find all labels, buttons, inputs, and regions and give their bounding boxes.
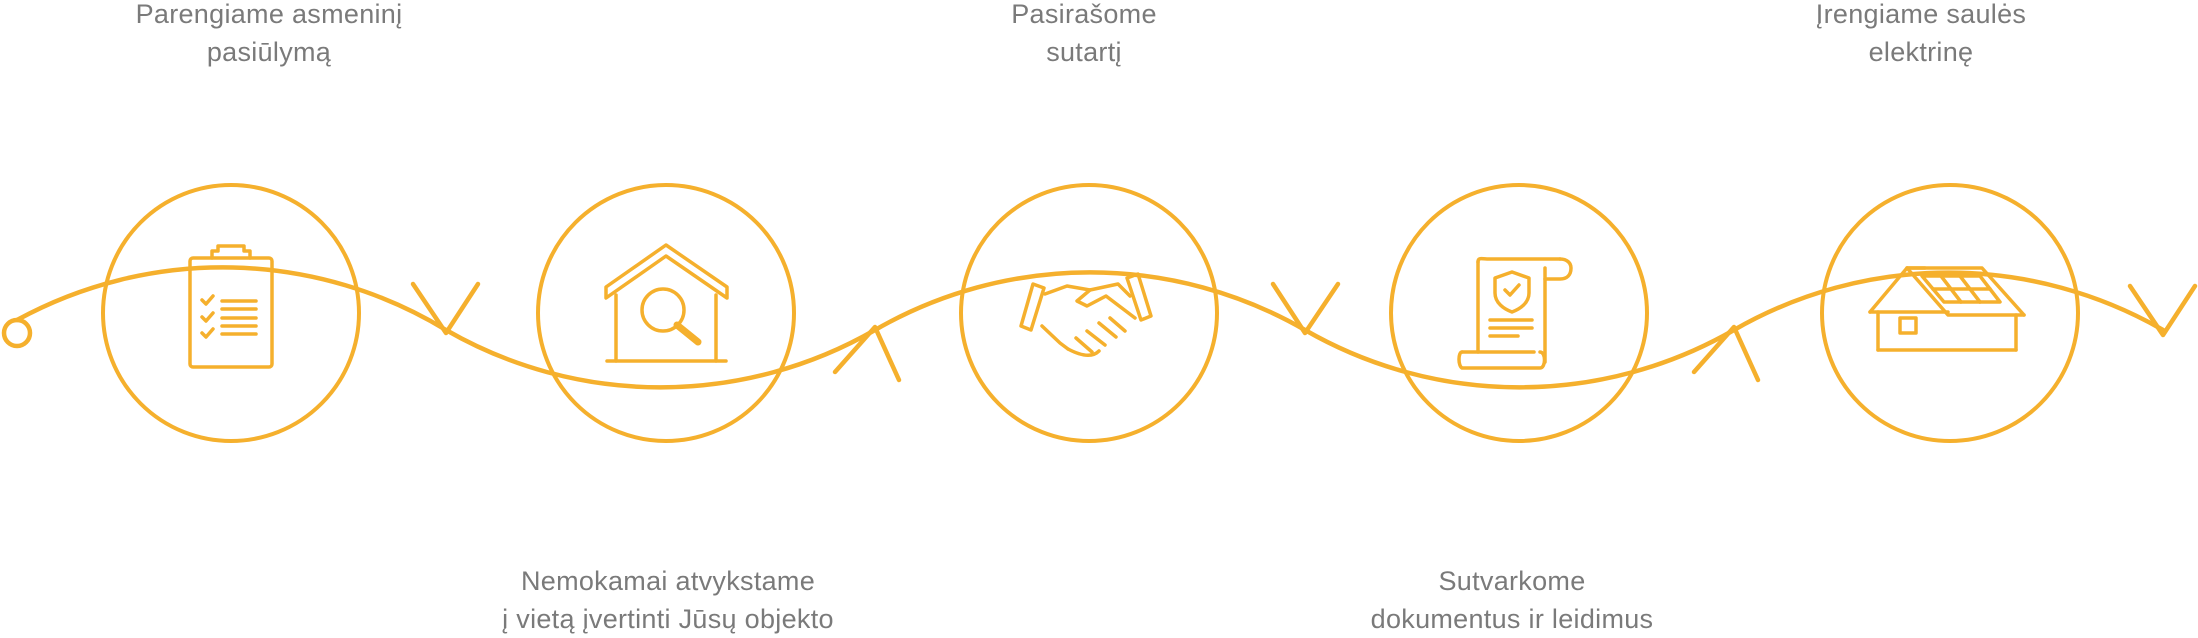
step-label-line: elektrinę xyxy=(1868,37,1974,67)
step-label-line: Sutvarkome xyxy=(1438,566,1586,596)
step-label-line: į vietą įvertinti Jūsų objekto xyxy=(502,604,834,634)
step-label-2: Nemokamai atvykstame į vietą įvertinti J… xyxy=(418,562,918,638)
arc-2 xyxy=(443,327,878,390)
handshake-icon xyxy=(1019,272,1153,357)
step-circle-4 xyxy=(1389,183,1649,443)
direction-arrows xyxy=(410,281,2198,383)
step-label-3: Pasirašome sutartį xyxy=(834,0,1334,71)
arrow-down-icon xyxy=(2127,283,2198,338)
step-label-line: Nemokamai atvykstame xyxy=(520,566,816,596)
document-shield-icon xyxy=(1457,256,1573,370)
step-label-4: Sutvarkome dokumentus ir leidimus xyxy=(1262,562,1762,638)
arrow-up-icon xyxy=(1691,324,1761,383)
arc-1 xyxy=(14,265,449,333)
path-start-dot xyxy=(1,317,33,349)
step-label-line: dokumentus ir leidimus xyxy=(1370,604,1654,634)
clipboard-checklist-icon xyxy=(188,244,274,369)
arrow-down-icon xyxy=(410,281,481,336)
step-label-5: Įrengiame saulės elektrinę xyxy=(1671,0,2171,71)
arrow-up-icon xyxy=(832,324,902,383)
step-label-line: sutartį xyxy=(1046,37,1122,67)
step-label-line: pasiūlymą xyxy=(206,37,332,67)
house-magnifier-icon xyxy=(604,243,729,363)
step-label-line: Įrengiame saulės xyxy=(1815,0,2027,29)
arc-3 xyxy=(872,270,1308,333)
house-solar-panel-icon xyxy=(1868,266,2026,352)
arc-4 xyxy=(1302,327,1737,390)
step-circle-3 xyxy=(959,183,1219,443)
step-circle-1 xyxy=(101,183,361,443)
arc-5 xyxy=(1731,270,2166,333)
step-label-line: Pasirašome xyxy=(1011,0,1157,29)
step-circles xyxy=(101,183,2080,443)
step-label-line: Parengiame asmeninį xyxy=(135,0,403,29)
step-label-1: Parengiame asmeninį pasiūlymą xyxy=(19,0,519,71)
arrow-down-icon xyxy=(1270,281,1341,336)
step-circle-2 xyxy=(536,183,796,443)
connector-path xyxy=(1,265,2166,390)
step-circle-5 xyxy=(1820,183,2080,443)
